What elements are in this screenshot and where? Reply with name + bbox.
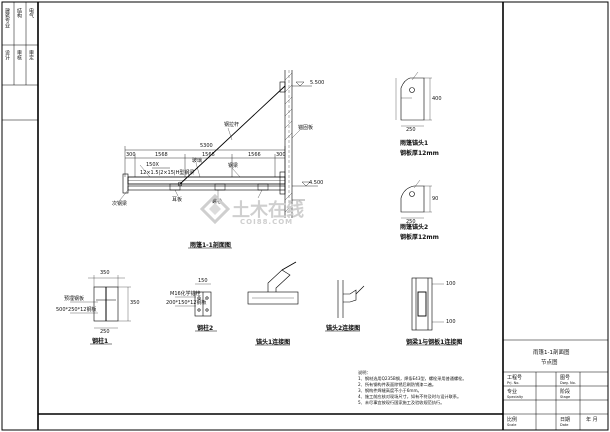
section2-dim-w: 150	[198, 278, 208, 284]
dim-total: 5300	[200, 143, 213, 149]
level-top: 5.500	[310, 80, 325, 86]
detail2-caption: 锚头2连接图	[326, 325, 361, 332]
tb-row1-label2-en: Dwg. No.	[560, 381, 576, 385]
tb-row3-label: 比例	[507, 417, 518, 423]
strip-cell-2: 结构	[16, 8, 22, 18]
section1-caption: 钢柱1	[92, 338, 109, 345]
tb-row2-label-en: Specialty	[507, 395, 524, 399]
label-ear-plate: 耳板	[172, 197, 183, 203]
label-secondary: 次钢梁	[112, 201, 128, 207]
tb-row3-value2: 年 月	[586, 417, 598, 423]
dim-2: 1568	[155, 152, 168, 158]
plate2-dim-h: 90	[432, 196, 439, 202]
dim-4: 1566	[248, 152, 261, 158]
notes: 说明： 1、钢材选用Q235B钢，焊条E43型，螺栓采用普通螺栓。 2、所有钢构…	[358, 370, 467, 406]
detail3-caption: 钢梁1与钢板1连接图	[406, 339, 463, 346]
title-block-name-2: 节点图	[541, 360, 558, 366]
label-steel-beam: 钢梁	[228, 163, 239, 169]
tb-row1-label2: 图号	[560, 375, 571, 381]
tb-row3-label2: 日期	[560, 417, 571, 423]
label-anchor: 锚固板	[298, 125, 314, 131]
dim-3: 1566	[202, 152, 215, 158]
notes-line: 说明：	[358, 370, 371, 375]
watermark-sub: COI88.COM	[240, 218, 294, 226]
plate1-dim-w: 250	[406, 127, 416, 133]
section1-dim-h: 350	[130, 300, 140, 306]
notes-line: 2、所有钢构件表面除锈后刷防锈漆二遍。	[358, 382, 437, 387]
tb-row2-label2-en: Stage	[560, 395, 571, 399]
tb-row3-label-en: Scale	[507, 423, 517, 427]
label-glass: 玻璃	[192, 158, 203, 164]
plate1-title: 雨篷锚头1	[400, 140, 429, 147]
section1-note1: 预埋钢板	[64, 296, 85, 302]
plate2-title: 雨篷锚头2	[400, 224, 429, 231]
dim-1: 300	[126, 152, 136, 158]
detail3-dim-2: 100	[446, 319, 456, 325]
detail3-dim-1: 100	[446, 281, 456, 287]
dim-5: 300	[276, 152, 286, 158]
strip-cell-5: 审核	[16, 50, 22, 60]
strip-cell-3: 电气	[28, 8, 34, 18]
section1-dim-w: 350	[100, 270, 110, 276]
tb-row1-label: 工程号	[507, 375, 523, 381]
plate1-sub: 钢板厚12mm	[400, 150, 439, 157]
section2-caption: 钢柱2	[197, 325, 214, 332]
title-block-name: 雨篷1-1剖面图	[533, 350, 570, 356]
notes-line: 4、施工前应核对现场尺寸，如有不符及时与设计联系。	[358, 394, 462, 399]
strip-cell-6: 审定	[28, 50, 34, 60]
notes-line: 5、未尽事宜按现行国家施工及验收规范执行。	[358, 400, 445, 405]
beam-label: 12×1.5|2×15|H型钢梁	[140, 170, 195, 176]
label-bolt: 螺栓	[212, 199, 223, 205]
tb-row3-label2-en: Date	[560, 423, 569, 427]
plate2-sub: 钢板厚12mm	[400, 234, 439, 241]
tb-row1-label-en: Prj. No.	[507, 381, 520, 385]
caption-main: 雨篷1-1剖面图	[190, 242, 231, 249]
level-bottom: 4.500	[309, 180, 324, 186]
detail1-caption: 锚头1连接图	[256, 339, 291, 346]
tb-row2-label2: 阶段	[560, 389, 571, 395]
section1-bottom-dim: 250	[100, 329, 110, 335]
tb-row2-label: 专业	[507, 389, 518, 395]
section2-note1: M16化学锚栓	[170, 291, 201, 297]
notes-line: 3、钢构件焊缝高度不小于6mm。	[358, 388, 422, 393]
section2-note2: 200*150*12钢板	[166, 300, 207, 306]
watermark-logo-icon	[200, 194, 230, 224]
watermark-main: 土木在线	[232, 200, 304, 221]
strip-cell-1: 建筑专业	[4, 8, 10, 28]
small-dim: 150X	[146, 162, 159, 168]
notes-line: 1、钢材选用Q235B钢，焊条E43型，螺栓采用普通螺栓。	[358, 376, 467, 381]
plate2-dim-w: 250	[406, 219, 416, 225]
section1-note2: 500*250*12钢板	[56, 307, 97, 313]
plate1-dim-h: 400	[432, 96, 442, 102]
label-tie-rod: 钢拉杆	[224, 122, 240, 128]
strip-cell-4: 设计	[4, 50, 10, 60]
